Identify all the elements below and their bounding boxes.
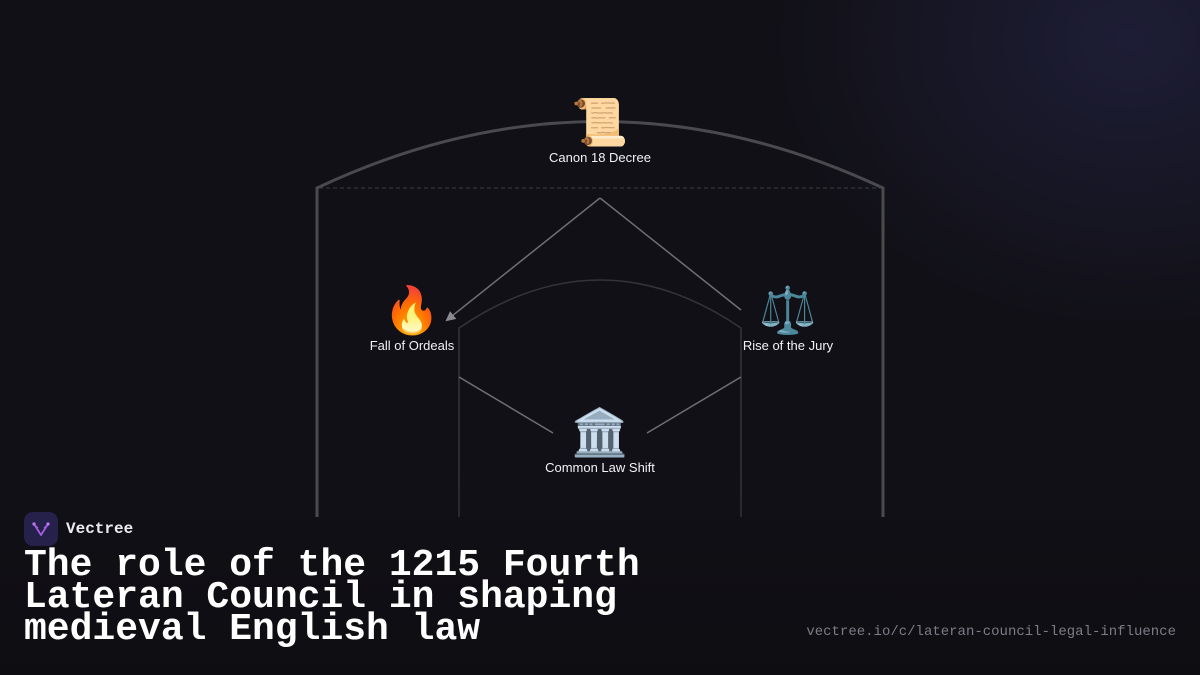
vectree-logo-icon (24, 512, 58, 546)
page-title: The role of the 1215 Fourth Lateran Coun… (24, 544, 640, 651)
node-label: Rise of the Jury (742, 338, 834, 353)
node-label: Canon 18 Decree (549, 150, 651, 165)
brand[interactable]: Vectree (24, 512, 133, 546)
edge-jury-to-common-law (646, 376, 742, 434)
scroll-icon: 📜 (571, 96, 629, 148)
brand-name: Vectree (66, 520, 134, 538)
node-canon-18-decree[interactable]: 📜 Canon 18 Decree (549, 96, 651, 165)
node-fall-of-ordeals[interactable]: 🔥 Fall of Ordeals (370, 284, 455, 353)
node-common-law-shift[interactable]: 🏛️ Common Law Shift (545, 406, 655, 475)
edge-canon-to-jury (599, 197, 742, 311)
edge-ordeals-to-common-law (458, 376, 554, 434)
scales-icon: ⚖️ (759, 284, 817, 336)
node-label: Fall of Ordeals (369, 338, 455, 353)
node-label: Common Law Shift (545, 460, 655, 475)
node-rise-of-the-jury[interactable]: ⚖️ Rise of the Jury (743, 284, 833, 353)
outer-arch-frame (315, 120, 885, 517)
classical-building-icon: 🏛️ (571, 406, 629, 458)
inner-arch-frame (458, 279, 742, 517)
edge-canon-to-ordeals (445, 197, 601, 322)
fire-icon: 🔥 (383, 284, 441, 336)
source-url[interactable]: vectree.io/c/lateran-council-legal-influ… (806, 624, 1176, 640)
